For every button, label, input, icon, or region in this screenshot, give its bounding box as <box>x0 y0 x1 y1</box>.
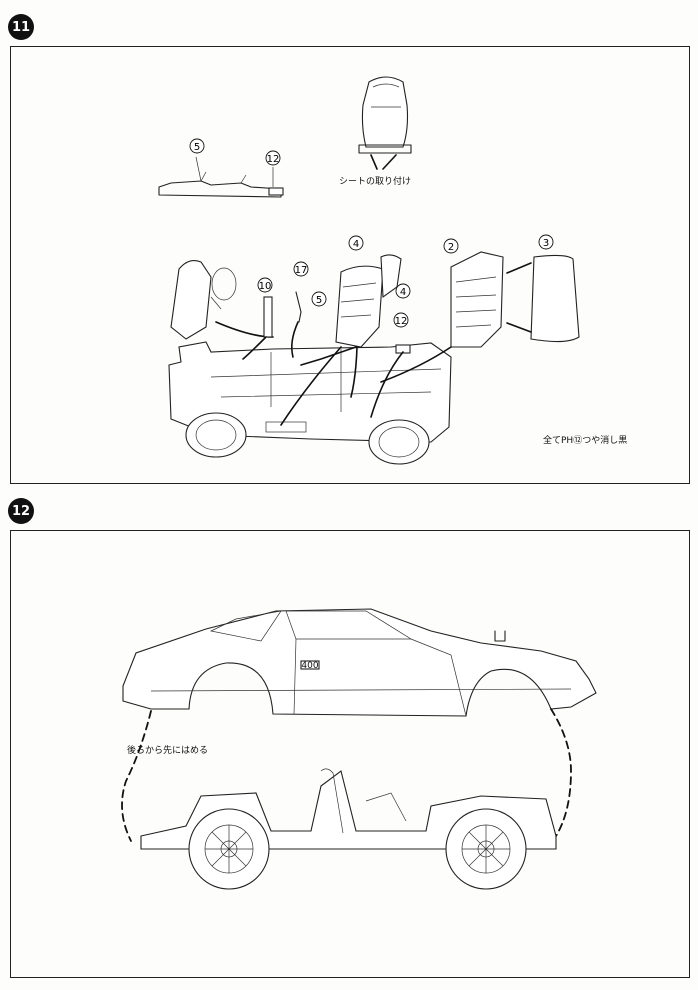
svg-text:2: 2 <box>448 242 454 253</box>
step-12-panel: 400 後ろから先にはめる <box>10 530 690 978</box>
part-17 <box>295 291 302 323</box>
car-body: 400 <box>122 608 597 717</box>
svg-text:10: 10 <box>259 281 272 292</box>
rear-wheel <box>188 808 270 890</box>
dash-assembly <box>170 260 274 340</box>
step-11-illustration: 5 12 4 2 3 10 17 5 4 12 シートの取り付け 全てPH⑫つや… <box>158 76 627 465</box>
svg-text:12: 12 <box>395 316 408 327</box>
rear-seat <box>450 251 580 348</box>
step-11-panel: 5 12 4 2 3 10 17 5 4 12 シートの取り付け 全てPH⑫つや… <box>10 46 690 484</box>
fit-caption: 後ろから先にはめる <box>127 744 208 756</box>
front-fit-arrow <box>550 708 572 837</box>
front-wheel <box>445 808 527 890</box>
svg-text:5: 5 <box>194 142 200 153</box>
step-12-badge: 12 <box>8 498 34 524</box>
svg-text:3: 3 <box>543 238 549 249</box>
paint-caption: 全てPH⑫つや消し黒 <box>543 434 627 446</box>
interior-tub <box>168 341 452 465</box>
svg-text:4: 4 <box>400 287 406 298</box>
front-seats <box>335 254 402 348</box>
emblem: 400 <box>301 661 318 671</box>
svg-text:17: 17 <box>295 265 308 276</box>
step-11-number: 11 <box>11 19 31 35</box>
seat-detail <box>358 76 412 170</box>
seat-attach-caption: シートの取り付け <box>339 176 411 187</box>
floor-detail <box>158 171 284 198</box>
part-10 <box>263 296 273 338</box>
step-12-number: 12 <box>11 503 31 519</box>
part-labels: 5 12 4 2 3 10 17 5 4 12 <box>189 138 554 328</box>
svg-text:4: 4 <box>353 239 359 250</box>
svg-text:5: 5 <box>316 295 322 306</box>
step-12-illustration: 400 後ろから先にはめる <box>121 608 597 890</box>
rear-fit-arrow <box>121 710 152 842</box>
svg-text:12: 12 <box>267 154 280 165</box>
step-11-badge: 11 <box>8 14 34 40</box>
